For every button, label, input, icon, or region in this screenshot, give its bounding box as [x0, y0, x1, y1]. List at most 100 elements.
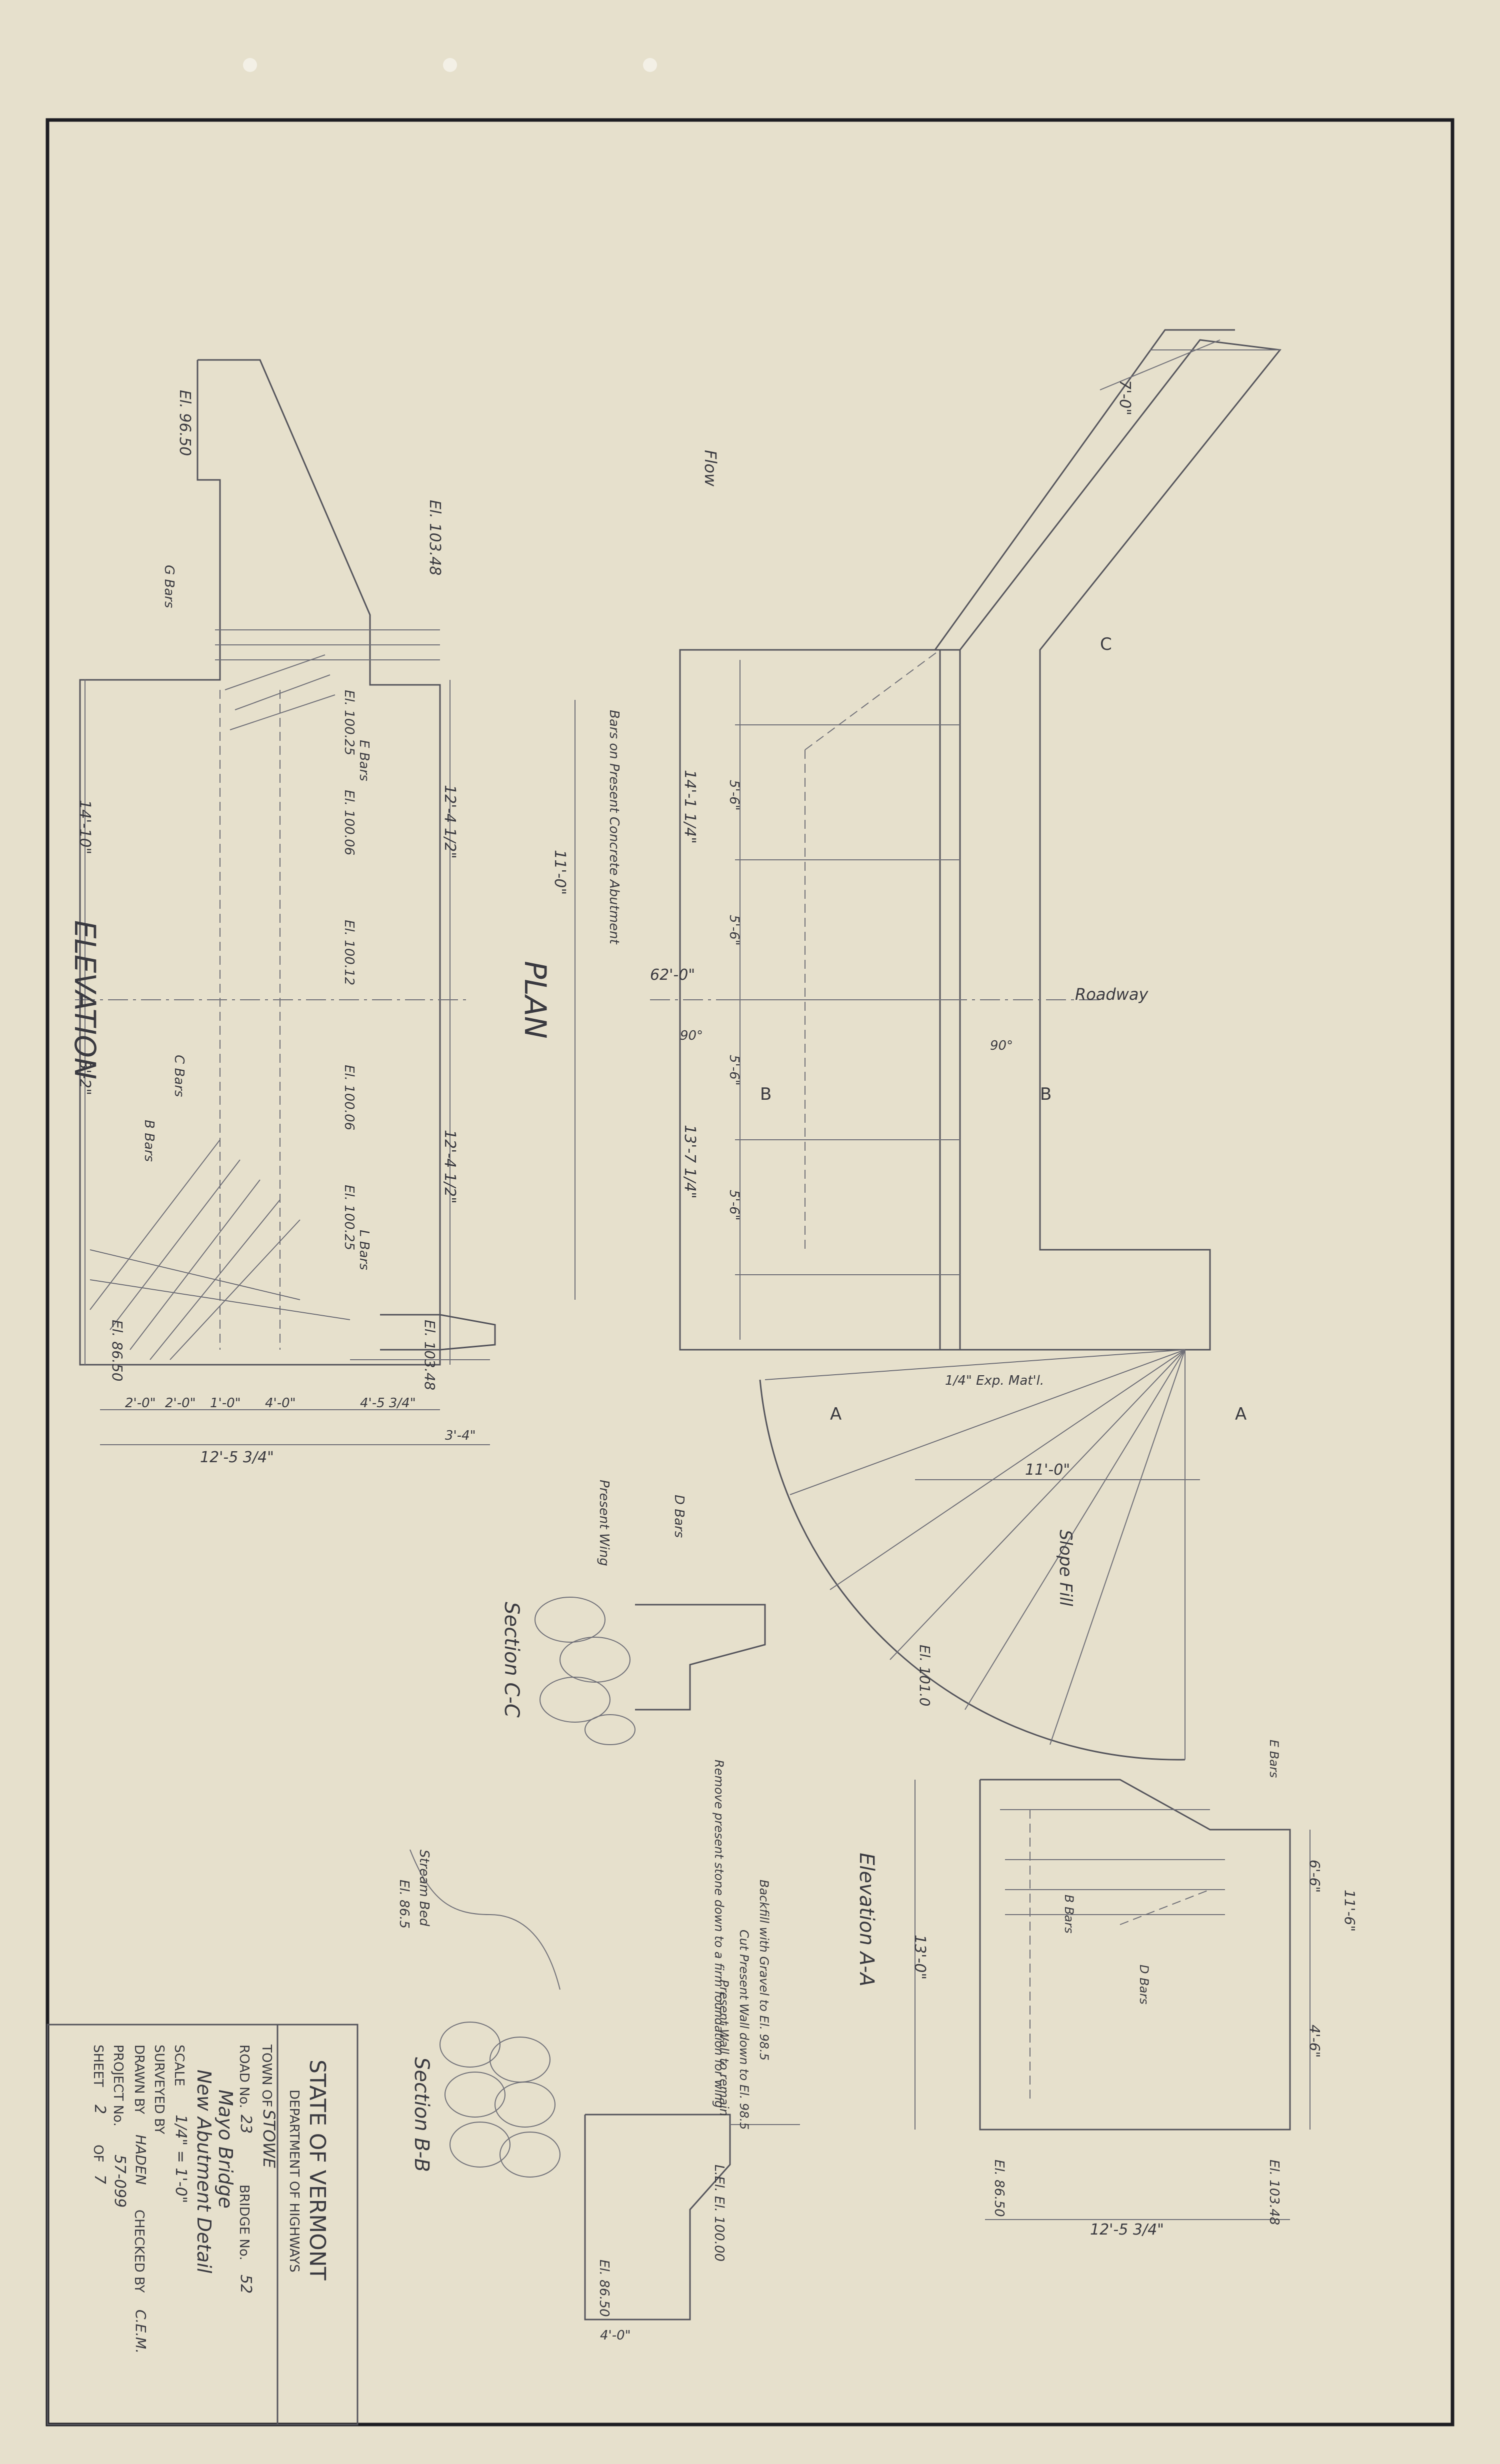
- section-mark: C: [1100, 634, 1112, 654]
- dimension-label: 11'-0": [551, 850, 568, 895]
- dimension-label: 11'-0": [1025, 1461, 1070, 1479]
- dimension-label: 14'-1 1/4": [681, 770, 698, 844]
- dimension-label: 14'-10": [76, 800, 94, 854]
- dimension-label: 4'-0": [600, 2328, 631, 2343]
- sheet-value: 2: [91, 2105, 108, 2114]
- elevation-label: El. 86.50: [992, 2160, 1006, 2217]
- dimension-label: 2'-0": [125, 1396, 156, 1411]
- elevation-label: El. 86.50: [596, 2260, 612, 2317]
- elevation-label: El. 100.12: [342, 920, 356, 985]
- punch-hole: [643, 58, 657, 72]
- dimension-label: 4'-0": [265, 1396, 296, 1411]
- bar-label: C Bars: [172, 1055, 186, 1097]
- title-row-drawn: DRAWN BY HADEN CHECKED BY C.E.M.: [132, 2045, 149, 2354]
- elevation-label: El. 86.50: [109, 1320, 126, 1381]
- dimension-label: 8'-2": [76, 1060, 94, 1095]
- remove-stone-note: Remove present stone down to a firm foun…: [712, 1760, 726, 2108]
- section-mark: B: [1040, 1084, 1052, 1104]
- project-label: PROJECT No.: [110, 2045, 126, 2127]
- dimension-label: 13'-7 1/4": [681, 1125, 698, 1199]
- punch-hole: [443, 58, 457, 72]
- dimension-label: 5'-6": [726, 1055, 742, 1086]
- section-mark: A: [1235, 1404, 1246, 1424]
- dimension-label: 5'-6": [726, 915, 742, 946]
- elevation-label: El. 100.25: [342, 690, 356, 755]
- dimension-label: 12'-4 1/2": [441, 785, 458, 859]
- elevation-label: El. 103.48: [1266, 2160, 1282, 2225]
- bar-label: D Bars: [1137, 1965, 1151, 2005]
- elevation-view: ELEVATION El. 96.50 El. 103.48 El. 100.2…: [68, 359, 496, 1466]
- drawn-value: HADEN: [132, 2135, 149, 2185]
- project-value: 57-099: [111, 2155, 128, 2208]
- dimension-label: 4'-5 3/4": [360, 1396, 416, 1411]
- town-label: TOWN OF: [259, 2044, 274, 2107]
- elevation-label: El. 96.50: [176, 390, 194, 456]
- backfill-note: Backfill with Gravel to El. 98.5: [757, 1880, 771, 2061]
- elevation-label: El. 101.0: [916, 1645, 933, 1706]
- drawn-label: DRAWN BY: [132, 2045, 146, 2114]
- section-cc-view: Section C-C Present Wing D Bars Remove p…: [500, 1480, 766, 2108]
- bar-label: L Bars: [356, 1230, 372, 1270]
- dimension-label: 62'-0": [650, 966, 695, 984]
- title-row-road: ROAD No. 23 BRIDGE No. 52: [236, 2045, 254, 2294]
- dimension-label: 3'-4": [445, 1428, 476, 1443]
- bar-label: G Bars: [162, 565, 176, 608]
- plan-view: PLAN Flow Roadway Bars on Present Concre…: [518, 329, 1282, 1351]
- dimension-label: 5'-6": [726, 780, 742, 811]
- section-bb-title: Section B-B: [410, 2057, 433, 2172]
- bridge-value: 52: [237, 2275, 254, 2294]
- dimension-label: 11'-6": [1342, 1890, 1358, 1932]
- dimension-label: 4'-6": [1306, 2025, 1323, 2058]
- sheet-label: SHEET: [90, 2045, 106, 2087]
- elevation-label: El. 100.06: [342, 1065, 356, 1130]
- bar-label: B Bars: [142, 1120, 156, 1162]
- angle-label: 90°: [990, 1038, 1013, 1053]
- bar-label: E Bars: [1267, 1740, 1281, 1778]
- checked-label: CHECKED BY: [132, 2210, 146, 2293]
- scale-label: SCALE: [172, 2045, 186, 2086]
- title-row-scale: SCALE 1/4" = 1'-0": [172, 2045, 190, 2203]
- dimension-label: 2'-0": [165, 1396, 196, 1411]
- dimension-label: 5'-6": [726, 1190, 742, 1221]
- section-mark: A: [830, 1404, 842, 1424]
- slope-fill-label: Slope Fill: [1056, 1530, 1076, 1607]
- slope-fill-view: 11'-0" Slope Fill El. 101.0 1/4" Exp. Ma…: [759, 1349, 1246, 1761]
- surveyed-label: SURVEYED BY: [152, 2045, 166, 2134]
- roadway-label: Roadway: [1075, 985, 1149, 1004]
- title-block: STATE OF VERMONT DEPARTMENT OF HIGHWAYS …: [46, 2024, 358, 2426]
- elevation-label: El. 100.06: [342, 790, 356, 855]
- dimension-label: 1'-0": [210, 1396, 241, 1411]
- title-row-town: TOWN OF STOWE: [259, 2044, 278, 2169]
- section-cc-title: Section C-C: [500, 1602, 523, 1718]
- elevation-label: El. 103.48: [426, 500, 444, 575]
- detail-name: New Abutment Detail: [193, 2070, 215, 2274]
- sheet-border: [46, 118, 1454, 2427]
- present-wing-label: Present Wing: [596, 1480, 612, 1566]
- stream-bed-label: Stream Bed: [416, 1850, 432, 1927]
- dimension-label: 12'-5 3/4": [200, 1449, 274, 1466]
- road-label: ROAD No.: [236, 2045, 252, 2108]
- bars-note: Bars on Present Concrete Abutment: [606, 710, 622, 945]
- title-row-sheet: SHEET 2 OF 7: [90, 2045, 108, 2184]
- section-mark: B: [760, 1084, 772, 1104]
- section-bb-view: Section B-B Stream Bed El. 86.5 Backfill…: [396, 1849, 800, 2343]
- elevation-aa-view: Elevation A-A 13'-0" 6'-6" 4'-6" 11'-6" …: [855, 1740, 1358, 2239]
- cut-wall-note: Cut Present Wall down to El. 98.5: [737, 1930, 751, 2130]
- dimension-label: 7'-0": [1116, 380, 1134, 415]
- bar-label: D Bars: [672, 1495, 686, 1538]
- bar-label: E Bars: [356, 740, 372, 781]
- dimension-label: 12'-4 1/2": [441, 1130, 458, 1204]
- flow-label: Flow: [701, 450, 720, 487]
- elevation-label: El. 100.25: [342, 1185, 356, 1250]
- department-title: DEPARTMENT OF HIGHWAYS: [286, 2090, 302, 2273]
- checked-value: C.E.M.: [132, 2310, 149, 2354]
- present-wall-note: Present Wall to remain: [717, 1980, 731, 2116]
- state-title: STATE OF VERMONT: [304, 2060, 330, 2281]
- plan-view-title: PLAN: [518, 961, 552, 1039]
- scale-value: 1/4" = 1'-0": [172, 2115, 190, 2203]
- bridge-name: Mayo Bridge: [214, 2090, 236, 2209]
- elevation-view-title: ELEVATION: [68, 920, 102, 1079]
- exp-mat-label: 1/4" Exp. Mat'l.: [945, 1373, 1044, 1388]
